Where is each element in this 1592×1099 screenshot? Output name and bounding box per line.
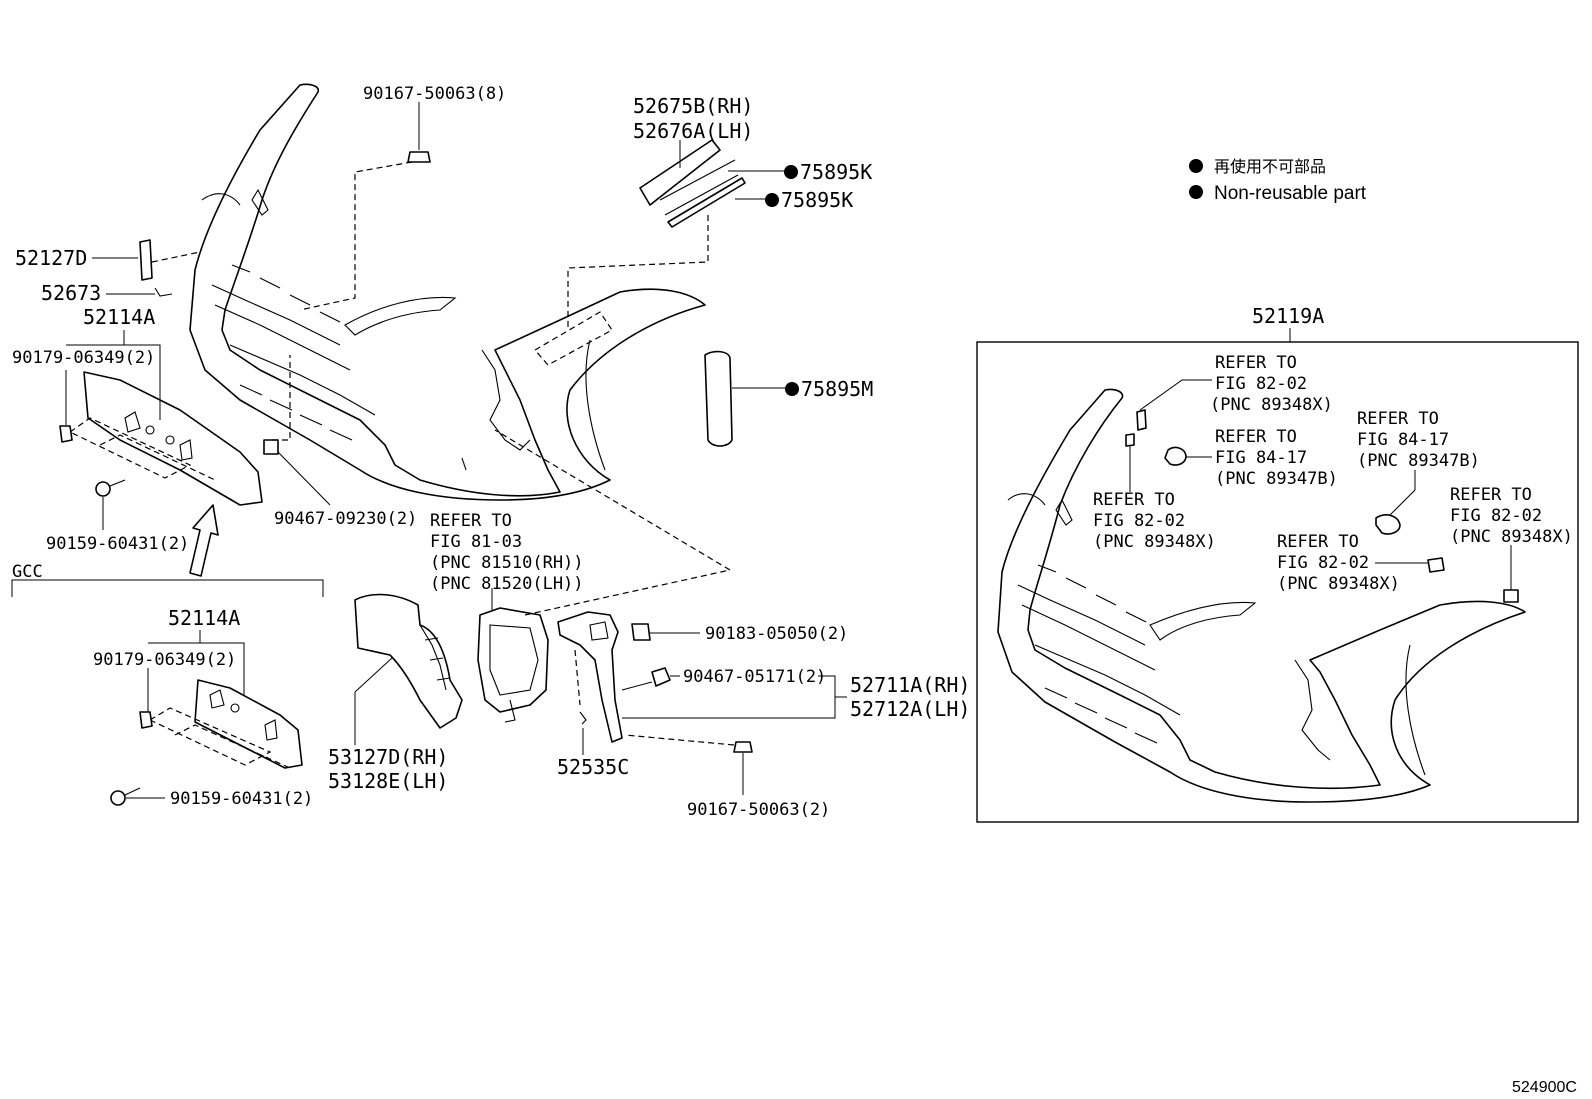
legend-jp-text: 再使用不可部品 [1214,158,1326,176]
ref3-line1: REFER TO [1357,409,1439,429]
label-ref81-2: FIG 81-03 [430,532,522,552]
part-75895m [704,350,785,447]
clip-90179-bot [139,711,153,729]
label-gcc: GCC [12,562,43,582]
label-75895k-2: 75895K [781,188,853,212]
ref5-line3: (PNC 89348X) [1450,527,1573,547]
label-90167-top: 90167-50063(8) [363,84,506,104]
label-ref81-3: (PNC 81510(RH)) [430,553,584,573]
label-ref81-4: (PNC 81520(LH)) [430,574,584,594]
ref5-line1: REFER TO [1450,485,1532,505]
ref4-line3: (PNC 89348X) [1093,532,1216,552]
legend: 再使用不可部品 Non-reusable part [1189,158,1367,204]
label-90159-bot: 90159-60431(2) [170,789,313,809]
ref2-line3: (PNC 89347B) [1215,469,1338,489]
part-52673 [106,287,173,297]
non-reusable-dot-icon [1189,185,1203,199]
bumper-cover-assembly [997,388,1526,803]
legend-en-text: Non-reusable part [1214,183,1367,204]
non-reusable-dot-icon [1189,159,1203,173]
figure-code: 524900C [1512,1079,1577,1096]
label-52535c: 52535C [557,755,629,779]
ref6-line3: (PNC 89348X) [1277,574,1400,594]
label-75895m: 75895M [801,377,873,401]
leader [148,642,245,695]
label-52712a: 52712A(LH) [850,697,970,721]
nut-90183 [631,623,700,641]
clip-90467-09230 [263,355,331,506]
label-52711a: 52711A(RH) [850,673,970,697]
label-90467-05171: 90467-05171(2) [683,667,826,687]
label-52127d: 52127D [15,246,87,270]
bolt-90167-bottom [624,734,753,795]
label-52675b: 52675B(RH) [633,94,753,118]
label-53127d: 53127D(RH) [328,745,448,769]
ref1-line3: (PNC 89348X) [1210,395,1333,415]
part-52114a-bottom [149,679,303,769]
clip-90467-05171 [621,667,680,691]
clip-89348x-3 [1427,557,1445,573]
clip-89348x-2 [1125,433,1135,447]
label-90159-top: 90159-60431(2) [46,534,189,554]
gcc-bracket [11,579,324,597]
label-75895k-1: 75895K [800,160,872,184]
screw-90159-top [95,479,126,530]
label-53128e: 53128E(LH) [328,769,448,793]
clip-89348x-4 [1503,589,1519,603]
ref3-line3: (PNC 89347B) [1357,451,1480,471]
leader [66,344,161,420]
ref2-line2: FIG 84-17 [1215,448,1307,468]
label-ref81-1: REFER TO [430,511,512,531]
part-53127d-duct [354,593,463,745]
leader [1389,470,1416,516]
label-52114a-bot: 52114A [168,606,240,630]
non-reusable-dot-icon [765,193,779,207]
leader [1139,379,1212,411]
ref6-line2: FIG 82-02 [1277,553,1369,573]
part-52127d [92,239,201,281]
non-reusable-dot-icon [784,165,798,179]
label-52114a-top: 52114A [83,305,155,329]
ref3-line2: FIG 84-17 [1357,430,1449,450]
bumper-cover-main [189,83,706,501]
dashed-mount-area [534,311,613,366]
arrow-up-icon [189,504,219,577]
ref4-line1: REFER TO [1093,490,1175,510]
bolt-90167-top [299,102,431,311]
ref2-line1: REFER TO [1215,427,1297,447]
ref5-line2: FIG 82-02 [1450,506,1542,526]
label-90179-top: 90179-06349(2) [12,348,155,368]
part-52675b-strip [567,139,785,330]
assembly-box-52119a [976,341,1579,823]
ref4-line2: FIG 82-02 [1093,511,1185,531]
clip-89348x-1 [1136,409,1147,431]
sensor-89347b-2 [1375,514,1401,535]
label-90167-bot: 90167-50063(2) [687,800,830,820]
part-52711a-retainer [557,611,623,755]
label-52676a: 52676A(LH) [633,119,753,143]
label-90467-09230: 90467-09230(2) [274,509,417,529]
sensor-89347b-1 [1164,446,1187,466]
label-52673: 52673 [41,281,101,305]
fog-lamp-housing [477,429,732,723]
screw-90159-bot [110,787,165,806]
non-reusable-dot-icon [785,382,799,396]
ref6-line1: REFER TO [1277,532,1359,552]
label-52119a: 52119A [1252,304,1324,328]
label-90179-bot: 90179-06349(2) [93,650,236,670]
ref1-line2: FIG 82-02 [1215,374,1307,394]
label-90183: 90183-05050(2) [705,624,848,644]
clip-90179-top [59,425,73,443]
ref1-line1: REFER TO [1215,353,1297,373]
